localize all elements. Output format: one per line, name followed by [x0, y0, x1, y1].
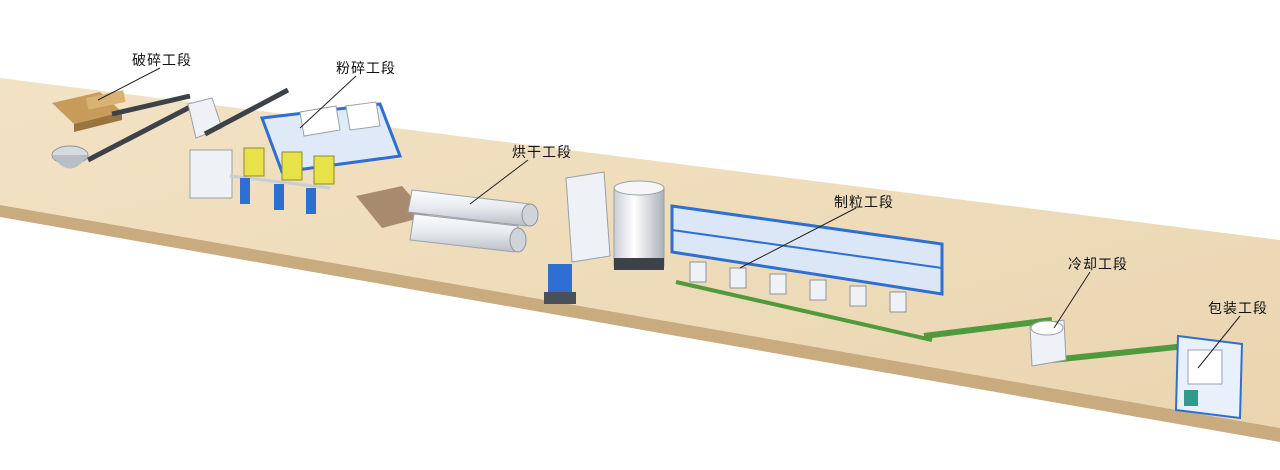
silo: [613, 180, 665, 270]
crushing-equipment: [51, 87, 290, 169]
green-conveyors: [923, 317, 1187, 363]
label-drying: 烘干工段: [512, 145, 572, 161]
leader-drying: [469, 159, 529, 205]
cooler: [1029, 319, 1067, 367]
drying-equipment: [407, 171, 611, 304]
leader-lines: [97, 67, 1241, 369]
label-crushing: 破碎工段: [132, 53, 192, 69]
leader-packaging: [1197, 315, 1241, 369]
packaging-machine: [1174, 334, 1244, 420]
leader-pelletizing: [739, 207, 857, 269]
pellet-mill-row: [689, 261, 907, 313]
leader-cooling: [1053, 271, 1091, 329]
floor-front-edge: [0, 205, 1280, 442]
label-pelletizing: 制粒工段: [834, 195, 894, 211]
pelletizing-equipment: [670, 204, 944, 342]
label-packaging: 包装工段: [1208, 301, 1268, 317]
label-cooling: 冷却工段: [1068, 257, 1128, 273]
label-grinding: 粉碎工段: [336, 61, 396, 77]
leader-crushing: [97, 67, 161, 101]
leader-grinding: [299, 75, 357, 129]
grinding-equipment: [189, 101, 428, 228]
